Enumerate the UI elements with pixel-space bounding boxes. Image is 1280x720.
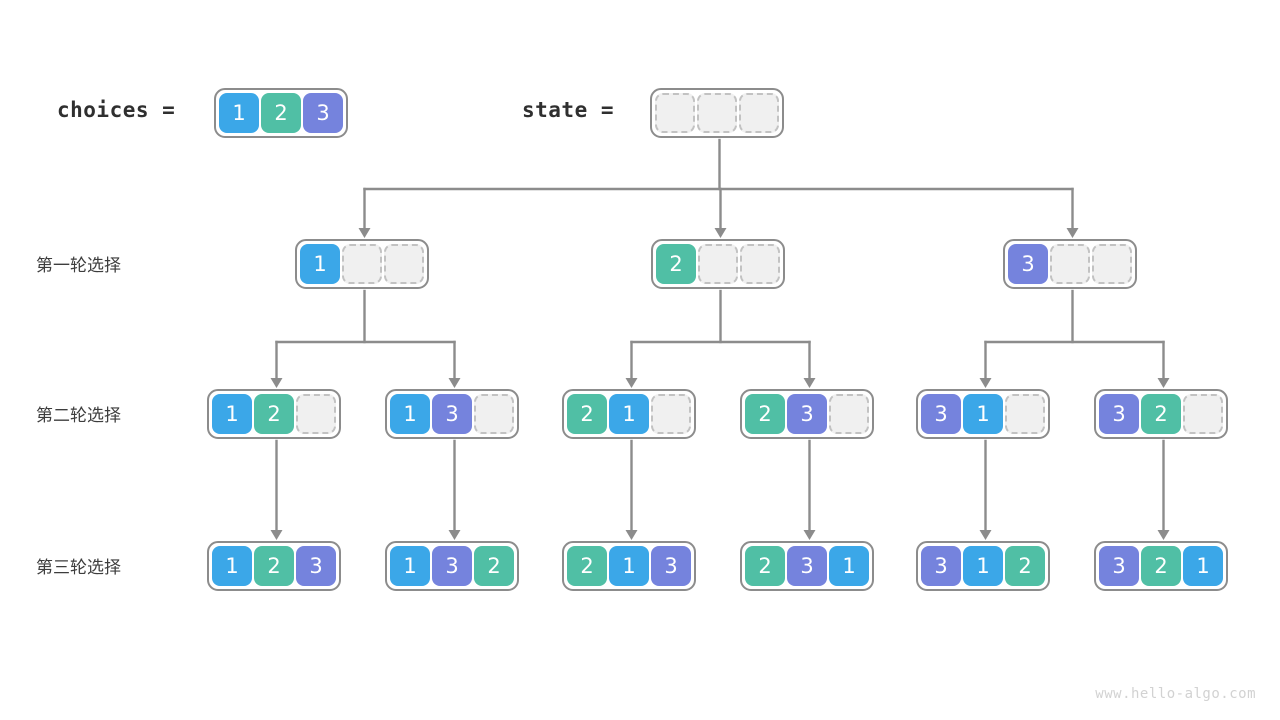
- state-node-round3-3-cell-1: 3: [787, 546, 827, 586]
- state-node-round2-0-cell-1: 2: [254, 394, 294, 434]
- state-node-round3-2-cell-1: 1: [609, 546, 649, 586]
- state-array-root-cell-2: [739, 93, 779, 133]
- state-node-round1-0-cell-2: [384, 244, 424, 284]
- state-node-round1-2-cell-0: 3: [1008, 244, 1048, 284]
- state-node-round3-4-cell-1: 1: [963, 546, 1003, 586]
- state-node-round2-1-cell-2: [474, 394, 514, 434]
- row-label-round-2: 第二轮选择: [36, 406, 121, 426]
- state-node-round1-1-cell-2: [740, 244, 780, 284]
- choices-label: choices =: [57, 98, 176, 122]
- state-node-round2-3-cell-0: 2: [745, 394, 785, 434]
- state-node-round3-5-cell-0: 3: [1099, 546, 1139, 586]
- state-node-round1-2: 3: [1003, 239, 1137, 289]
- state-node-round3-1-cell-1: 3: [432, 546, 472, 586]
- state-node-round1-0: 1: [295, 239, 429, 289]
- choices-array-cell-2: 3: [303, 93, 343, 133]
- row-label-round-3: 第三轮选择: [36, 558, 121, 578]
- state-node-round2-3-cell-1: 3: [787, 394, 827, 434]
- state-node-round1-0-cell-0: 1: [300, 244, 340, 284]
- choices-array-cell-0: 1: [219, 93, 259, 133]
- state-node-round3-0-cell-1: 2: [254, 546, 294, 586]
- state-node-round2-0-cell-0: 1: [212, 394, 252, 434]
- state-node-round1-0-cell-1: [342, 244, 382, 284]
- state-node-round2-1-cell-0: 1: [390, 394, 430, 434]
- state-node-round3-4-cell-2: 2: [1005, 546, 1045, 586]
- state-node-round1-1-cell-1: [698, 244, 738, 284]
- state-node-round2-4-cell-0: 3: [921, 394, 961, 434]
- state-node-round2-3-cell-2: [829, 394, 869, 434]
- state-node-round2-4-cell-2: [1005, 394, 1045, 434]
- choices-array-cell-1: 2: [261, 93, 301, 133]
- state-array-root-cell-1: [697, 93, 737, 133]
- state-node-round2-2-cell-2: [651, 394, 691, 434]
- state-array-root: [650, 88, 784, 138]
- state-node-round3-3-cell-2: 1: [829, 546, 869, 586]
- state-node-round3-2-cell-0: 2: [567, 546, 607, 586]
- state-node-round3-0-cell-2: 3: [296, 546, 336, 586]
- state-node-round2-2-cell-1: 1: [609, 394, 649, 434]
- state-node-round1-2-cell-1: [1050, 244, 1090, 284]
- state-node-round2-1-cell-1: 3: [432, 394, 472, 434]
- state-node-round3-2-cell-2: 3: [651, 546, 691, 586]
- state-node-round2-4-cell-1: 1: [963, 394, 1003, 434]
- state-array-root-cell-0: [655, 93, 695, 133]
- state-node-round3-3-cell-0: 2: [745, 546, 785, 586]
- state-node-round2-2-cell-0: 2: [567, 394, 607, 434]
- state-node-round2-5-cell-0: 3: [1099, 394, 1139, 434]
- state-node-round3-0-cell-0: 1: [212, 546, 252, 586]
- state-node-round3-5-cell-2: 1: [1183, 546, 1223, 586]
- state-node-round1-1: 2: [651, 239, 785, 289]
- state-node-round1-2-cell-2: [1092, 244, 1132, 284]
- state-node-round2-5-cell-2: [1183, 394, 1223, 434]
- state-node-round3-4-cell-0: 3: [921, 546, 961, 586]
- state-node-round2-0-cell-2: [296, 394, 336, 434]
- state-node-round3-1-cell-2: 2: [474, 546, 514, 586]
- watermark: www.hello-algo.com: [1095, 686, 1256, 702]
- state-node-round2-5-cell-1: 2: [1141, 394, 1181, 434]
- state-node-round3-1-cell-0: 1: [390, 546, 430, 586]
- state-node-round1-1-cell-0: 2: [656, 244, 696, 284]
- state-node-round3-5-cell-1: 2: [1141, 546, 1181, 586]
- state-label: state =: [522, 98, 615, 122]
- row-label-round-1: 第一轮选择: [36, 256, 121, 276]
